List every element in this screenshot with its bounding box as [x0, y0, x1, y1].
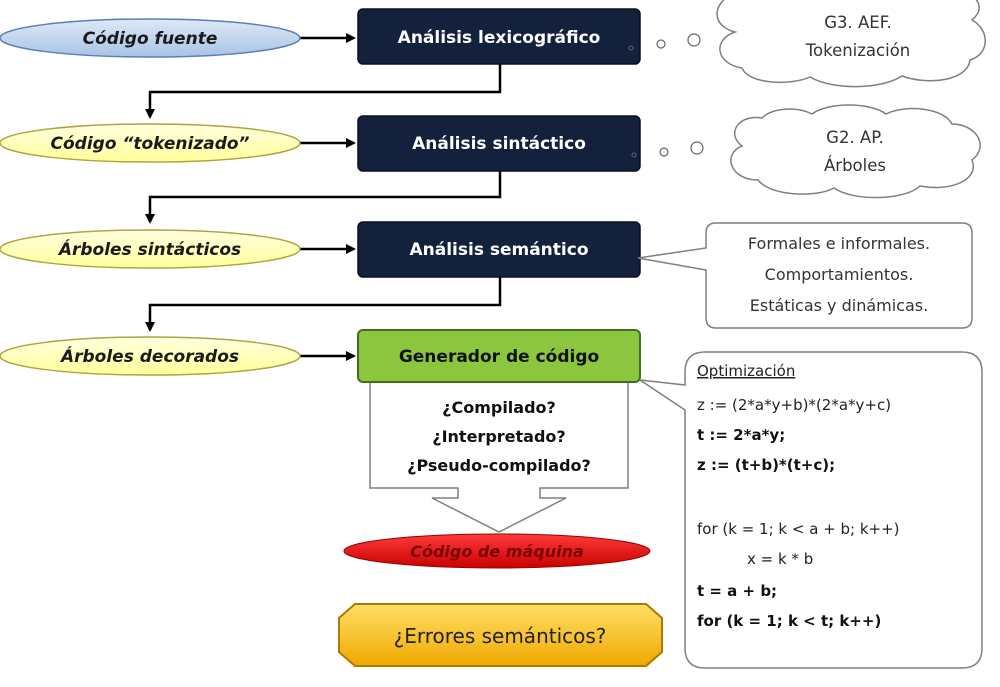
connector-1	[145, 64, 502, 119]
cloud-line-2: Árboles	[824, 156, 886, 175]
code-line: for (k = 1; k < t; k++)	[697, 612, 881, 630]
semantic-errors-badge: ¿Errores semánticos?	[338, 603, 663, 667]
cloud-line-1: G2. AP.	[826, 128, 884, 147]
semantic-callout: Formales e informales. Comportamientos. …	[637, 222, 973, 329]
semantic-errors-label: ¿Errores semánticos?	[394, 624, 607, 648]
phase-box-semantic: Análisis semántico	[357, 221, 641, 278]
machine-code-label: Código de máquina	[410, 542, 584, 561]
code-line: for (k = 1; k < a + b; k++)	[697, 520, 900, 538]
input-oval-tokenized: Código “tokenizado”	[0, 123, 301, 163]
question-pseudo-compiled: ¿Pseudo-compilado?	[407, 456, 591, 475]
cloud-line-2: Tokenización	[805, 41, 911, 60]
phase-label: Análisis sintáctico	[412, 134, 586, 154]
optimization-title: Optimización	[697, 362, 795, 380]
phase-label: Análisis semántico	[409, 240, 588, 260]
code-line: t = a + b;	[697, 582, 777, 600]
input-label: Árboles decorados	[59, 345, 239, 367]
code-line: z := (t+b)*(t+c);	[697, 456, 835, 474]
machine-code-oval: Código de máquina	[343, 533, 651, 569]
connector-2	[145, 169, 502, 224]
phase-label: Análisis lexicográfico	[398, 28, 601, 48]
cloud-syntactic: G2. AP. Árboles	[730, 104, 981, 199]
callout-line-2: Comportamientos.	[765, 265, 914, 284]
cloud-lexical: G3. AEF. Tokenización	[716, 0, 986, 88]
thought-dots-1	[628, 33, 701, 51]
phase-box-syntactic: Análisis sintáctico	[357, 115, 641, 172]
input-oval-source: Código fuente	[0, 18, 301, 58]
optimization-callout: Optimización z := (2*a*y+b)*(2*a*y+c) t …	[639, 351, 983, 669]
phase-label: Generador de código	[399, 347, 599, 367]
question-compiled: ¿Compilado?	[442, 398, 556, 417]
input-label: Árboles sintácticos	[57, 238, 241, 260]
phase-box-lexical: Análisis lexicográfico	[357, 8, 641, 65]
input-label: Código fuente	[83, 29, 218, 49]
question-interpreted: ¿Interpretado?	[432, 427, 565, 446]
connector-3	[145, 275, 502, 332]
phase-box-code-generator: Generador de código	[357, 329, 641, 383]
callout-line-1: Formales e informales.	[748, 234, 930, 253]
cloud-line-1: G3. AEF.	[824, 13, 892, 32]
input-oval-syntax-trees: Árboles sintácticos	[0, 229, 301, 269]
code-line: z := (2*a*y+b)*(2*a*y+c)	[697, 396, 891, 414]
code-line: t := 2*a*y;	[697, 426, 785, 444]
input-label: Código “tokenizado”	[51, 134, 250, 154]
input-oval-decorated-trees: Árboles decorados	[0, 336, 301, 376]
callout-line-3: Estáticas y dinámicas.	[750, 296, 928, 315]
generation-questions-box: ¿Compilado? ¿Interpretado? ¿Pseudo-compi…	[369, 381, 629, 533]
thought-dots-2	[631, 141, 704, 158]
code-line: x = k * b	[747, 550, 813, 568]
